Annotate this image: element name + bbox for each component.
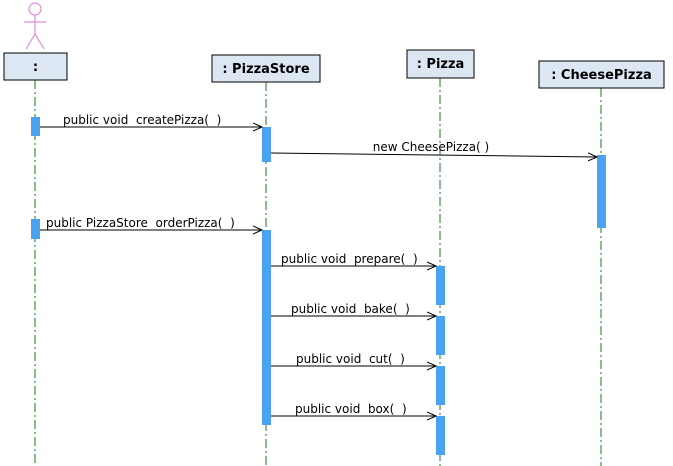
message-cut[interactable]: public void cut( ) bbox=[271, 352, 436, 366]
activation-bar bbox=[262, 230, 271, 425]
message-order-pizza[interactable]: public PizzaStore orderPizza( ) bbox=[40, 216, 262, 230]
lifeline-pizza-header[interactable]: : Pizza bbox=[406, 49, 475, 79]
activation-bars bbox=[31, 117, 606, 455]
lifeline-pizzastore-label: : PizzaStore bbox=[222, 62, 310, 77]
message-create-pizza[interactable]: public void createPizza( ) bbox=[40, 113, 262, 127]
activation-bar bbox=[31, 117, 40, 136]
lifeline-cheesepizza-header[interactable]: : CheesePizza bbox=[538, 60, 665, 89]
lifeline-pizza-label: : Pizza bbox=[417, 57, 465, 72]
message-arrow bbox=[270, 153, 597, 157]
message-new-cheese-pizza[interactable]: new CheesePizza( ) bbox=[270, 140, 597, 157]
message-prepare[interactable]: public void prepare( ) bbox=[271, 252, 436, 266]
message-label: public void bake( ) bbox=[291, 302, 410, 316]
message-bake[interactable]: public void bake( ) bbox=[271, 302, 436, 316]
message-box[interactable]: public void box( ) bbox=[271, 402, 436, 416]
activation-bar bbox=[436, 266, 445, 305]
message-label: public void prepare( ) bbox=[281, 252, 418, 266]
lifeline-caller-label: : bbox=[33, 60, 38, 75]
message-label: public void createPizza( ) bbox=[63, 113, 221, 127]
stick-figure-actor-icon bbox=[24, 2, 46, 50]
lifeline-cheesepizza-label: : CheesePizza bbox=[551, 68, 652, 83]
activation-bar bbox=[262, 127, 271, 162]
activation-bar bbox=[436, 416, 445, 455]
message-label: public void cut( ) bbox=[296, 352, 405, 366]
activation-bar bbox=[436, 366, 445, 405]
activation-bar bbox=[436, 316, 445, 355]
lifeline-pizzastore-header[interactable]: : PizzaStore bbox=[211, 54, 321, 83]
message-label: public void box( ) bbox=[295, 402, 407, 416]
lifeline-caller-header[interactable]: : bbox=[3, 52, 68, 81]
activation-bar bbox=[31, 219, 40, 239]
message-label: public PizzaStore orderPizza( ) bbox=[46, 216, 235, 230]
message-label: new CheesePizza( ) bbox=[373, 140, 489, 154]
activation-bar bbox=[597, 155, 606, 228]
